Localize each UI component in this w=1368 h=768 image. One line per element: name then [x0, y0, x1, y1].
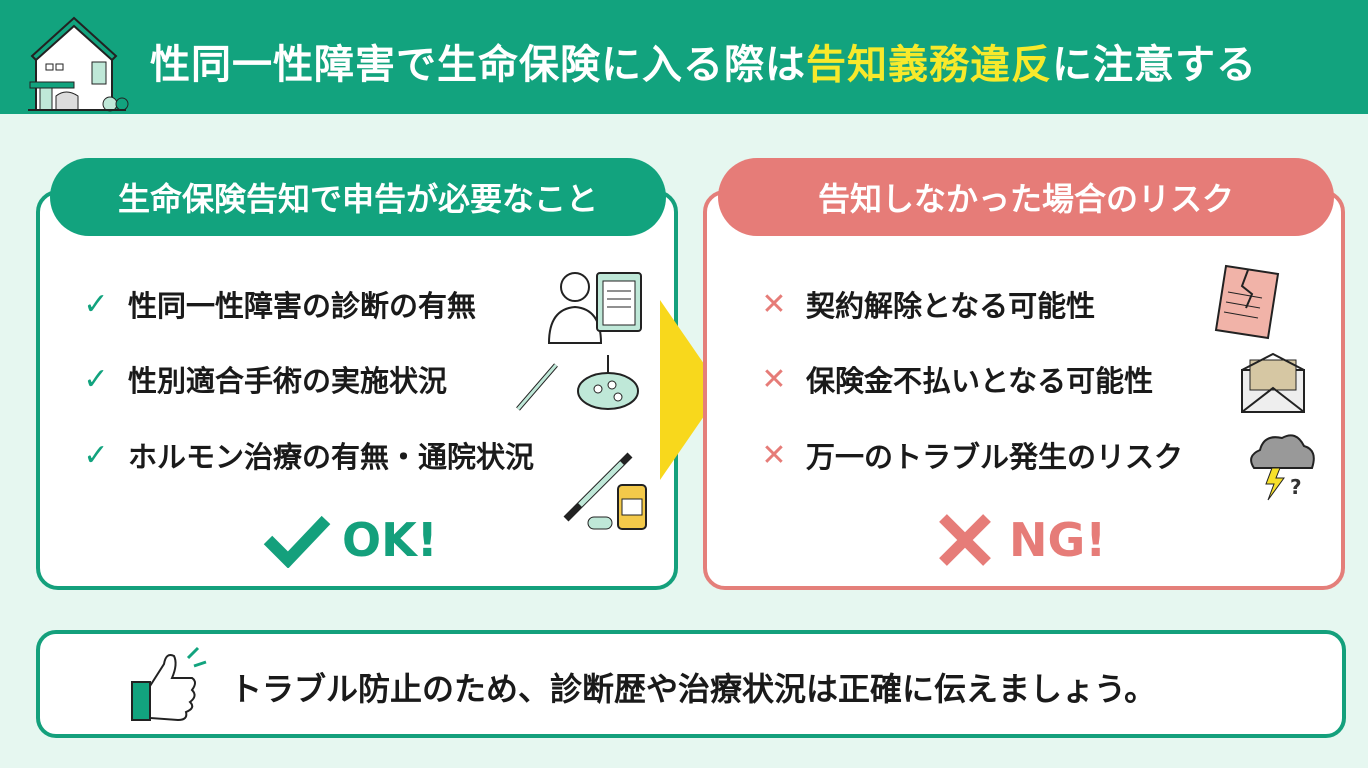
ng-verdict: NG! — [935, 512, 1106, 568]
item-label: 性別適合手術の実施状況 — [128, 364, 448, 398]
list-item: ✕ 保険金不払いとなる可能性 — [756, 358, 1153, 400]
advice-box — [36, 630, 1346, 738]
header-banner — [0, 0, 1368, 114]
doctor-clipboard-icon — [547, 272, 642, 344]
cross-icon: ✕ — [761, 437, 787, 473]
advice-message: トラブル防止のため、診断歴や治療状況は正確に伝えましょう。 — [230, 670, 1157, 708]
list-item: ✕ 契約解除となる可能性 — [756, 283, 1095, 325]
required-disclosure-card — [36, 190, 678, 590]
required-disclosure-heading: 生命保険告知で申告が必要なこと — [50, 158, 666, 236]
ok-verdict: OK! — [262, 512, 438, 568]
item-label: 万一のトラブル発生のリスク — [806, 440, 1184, 474]
list-item: ✓ 性別適合手術の実施状況 — [78, 358, 447, 400]
item-label: ホルモン治療の有無・通院状況 — [128, 440, 535, 474]
big-cross-icon — [939, 514, 991, 566]
list-item: ✓ ホルモン治療の有無・通院状況 — [78, 434, 534, 476]
arrow-right-icon — [660, 300, 722, 480]
check-icon: ✓ — [83, 286, 109, 322]
page-title: 性同一性障害で生命保険に入る際は告知義務違反に注意する — [150, 42, 1257, 88]
surgery-tools-icon — [516, 355, 639, 411]
svg-text:?: ? — [1290, 475, 1302, 499]
item-label: 性同一性障害の診断の有無 — [128, 289, 477, 323]
torn-contract-icon — [1214, 264, 1280, 340]
thumbs-up-icon — [131, 646, 207, 722]
check-icon: ✓ — [83, 361, 109, 397]
thunder-cloud-icon: ? — [1250, 434, 1315, 501]
syringe-medicine-icon — [563, 452, 647, 530]
house-icon — [28, 16, 129, 112]
list-item: ✕ 万一のトラブル発生のリスク — [756, 434, 1183, 476]
big-check-icon — [263, 515, 331, 568]
risk-heading: 告知しなかった場合のリスク — [718, 158, 1334, 236]
cross-icon: ✕ — [761, 286, 787, 322]
check-icon: ✓ — [83, 437, 109, 473]
item-label: 保険金不払いとなる可能性 — [806, 364, 1154, 398]
list-item: ✓ 性同一性障害の診断の有無 — [78, 283, 476, 325]
envelope-icon — [1241, 352, 1305, 413]
cross-icon: ✕ — [761, 361, 787, 397]
item-label: 契約解除となる可能性 — [806, 289, 1096, 323]
